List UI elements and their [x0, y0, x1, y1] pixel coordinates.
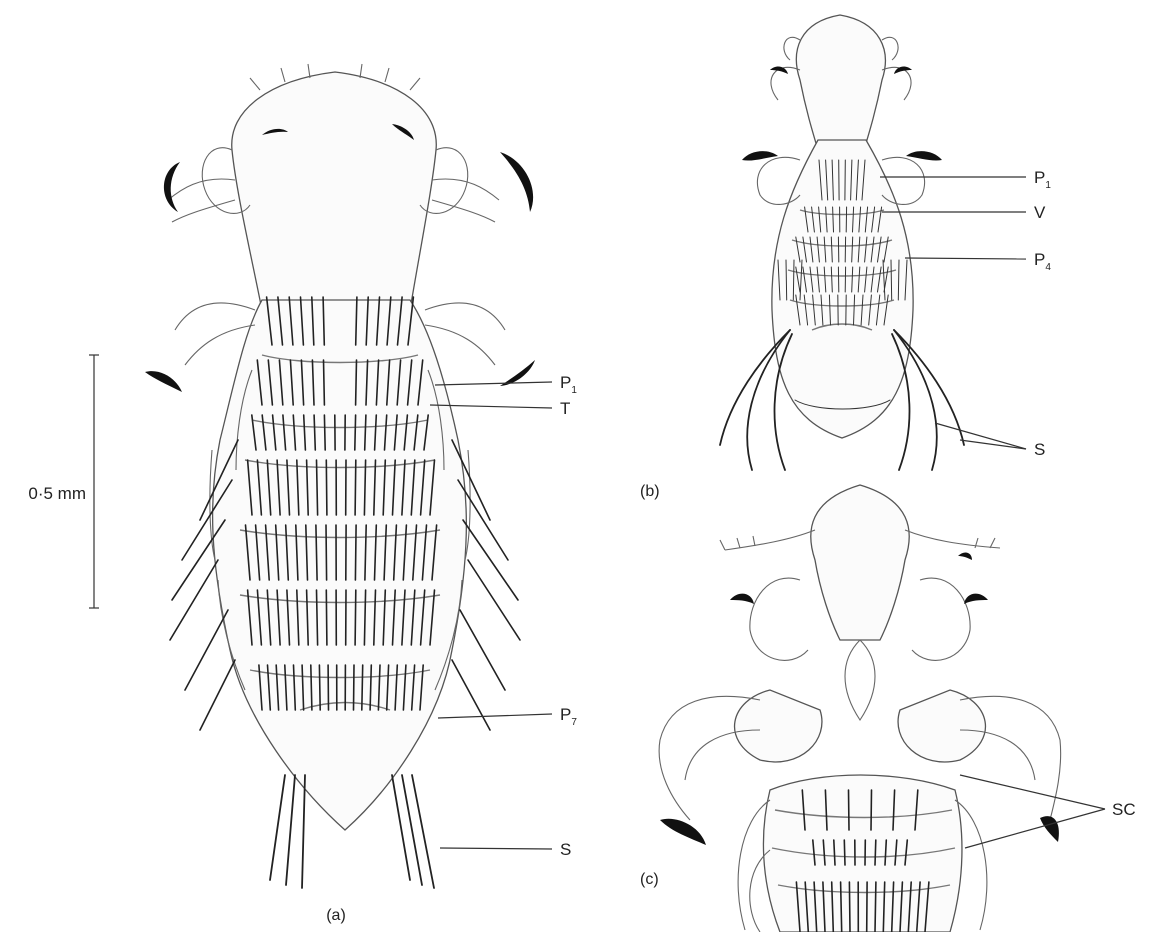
panel-b-larva: P1 V P4 S (b) [640, 15, 1051, 500]
claw-icon [500, 152, 533, 212]
claw-icon [730, 594, 754, 604]
panel-c-larva: SC (c) [640, 485, 1136, 932]
scale-bar: 0·5 mm [28, 355, 99, 608]
claw-icon [964, 594, 988, 604]
claw-icon [1040, 816, 1059, 842]
claw-icon [958, 553, 972, 560]
label-p1-a: P1 [560, 373, 577, 396]
label-t-a: T [560, 399, 570, 418]
label-p7-a: P7 [560, 705, 577, 728]
scale-bar-label: 0·5 mm [28, 484, 86, 503]
caption-c: (c) [640, 871, 659, 888]
caption-b: (b) [640, 483, 660, 500]
claw-icon [164, 162, 180, 212]
claw-icon [145, 371, 182, 392]
panel-a-larva: P1 T P7 S (a) [145, 64, 577, 924]
label-v-b: V [1034, 203, 1046, 222]
label-s-b: S [1034, 440, 1045, 459]
label-p1-b: P1 [1034, 168, 1051, 191]
caption-a: (a) [326, 907, 346, 924]
label-p4-b: P4 [1034, 250, 1051, 273]
label-s-a: S [560, 840, 571, 859]
label-sc-c: SC [1112, 800, 1136, 819]
claw-icon [906, 151, 942, 160]
claw-icon [660, 819, 706, 845]
